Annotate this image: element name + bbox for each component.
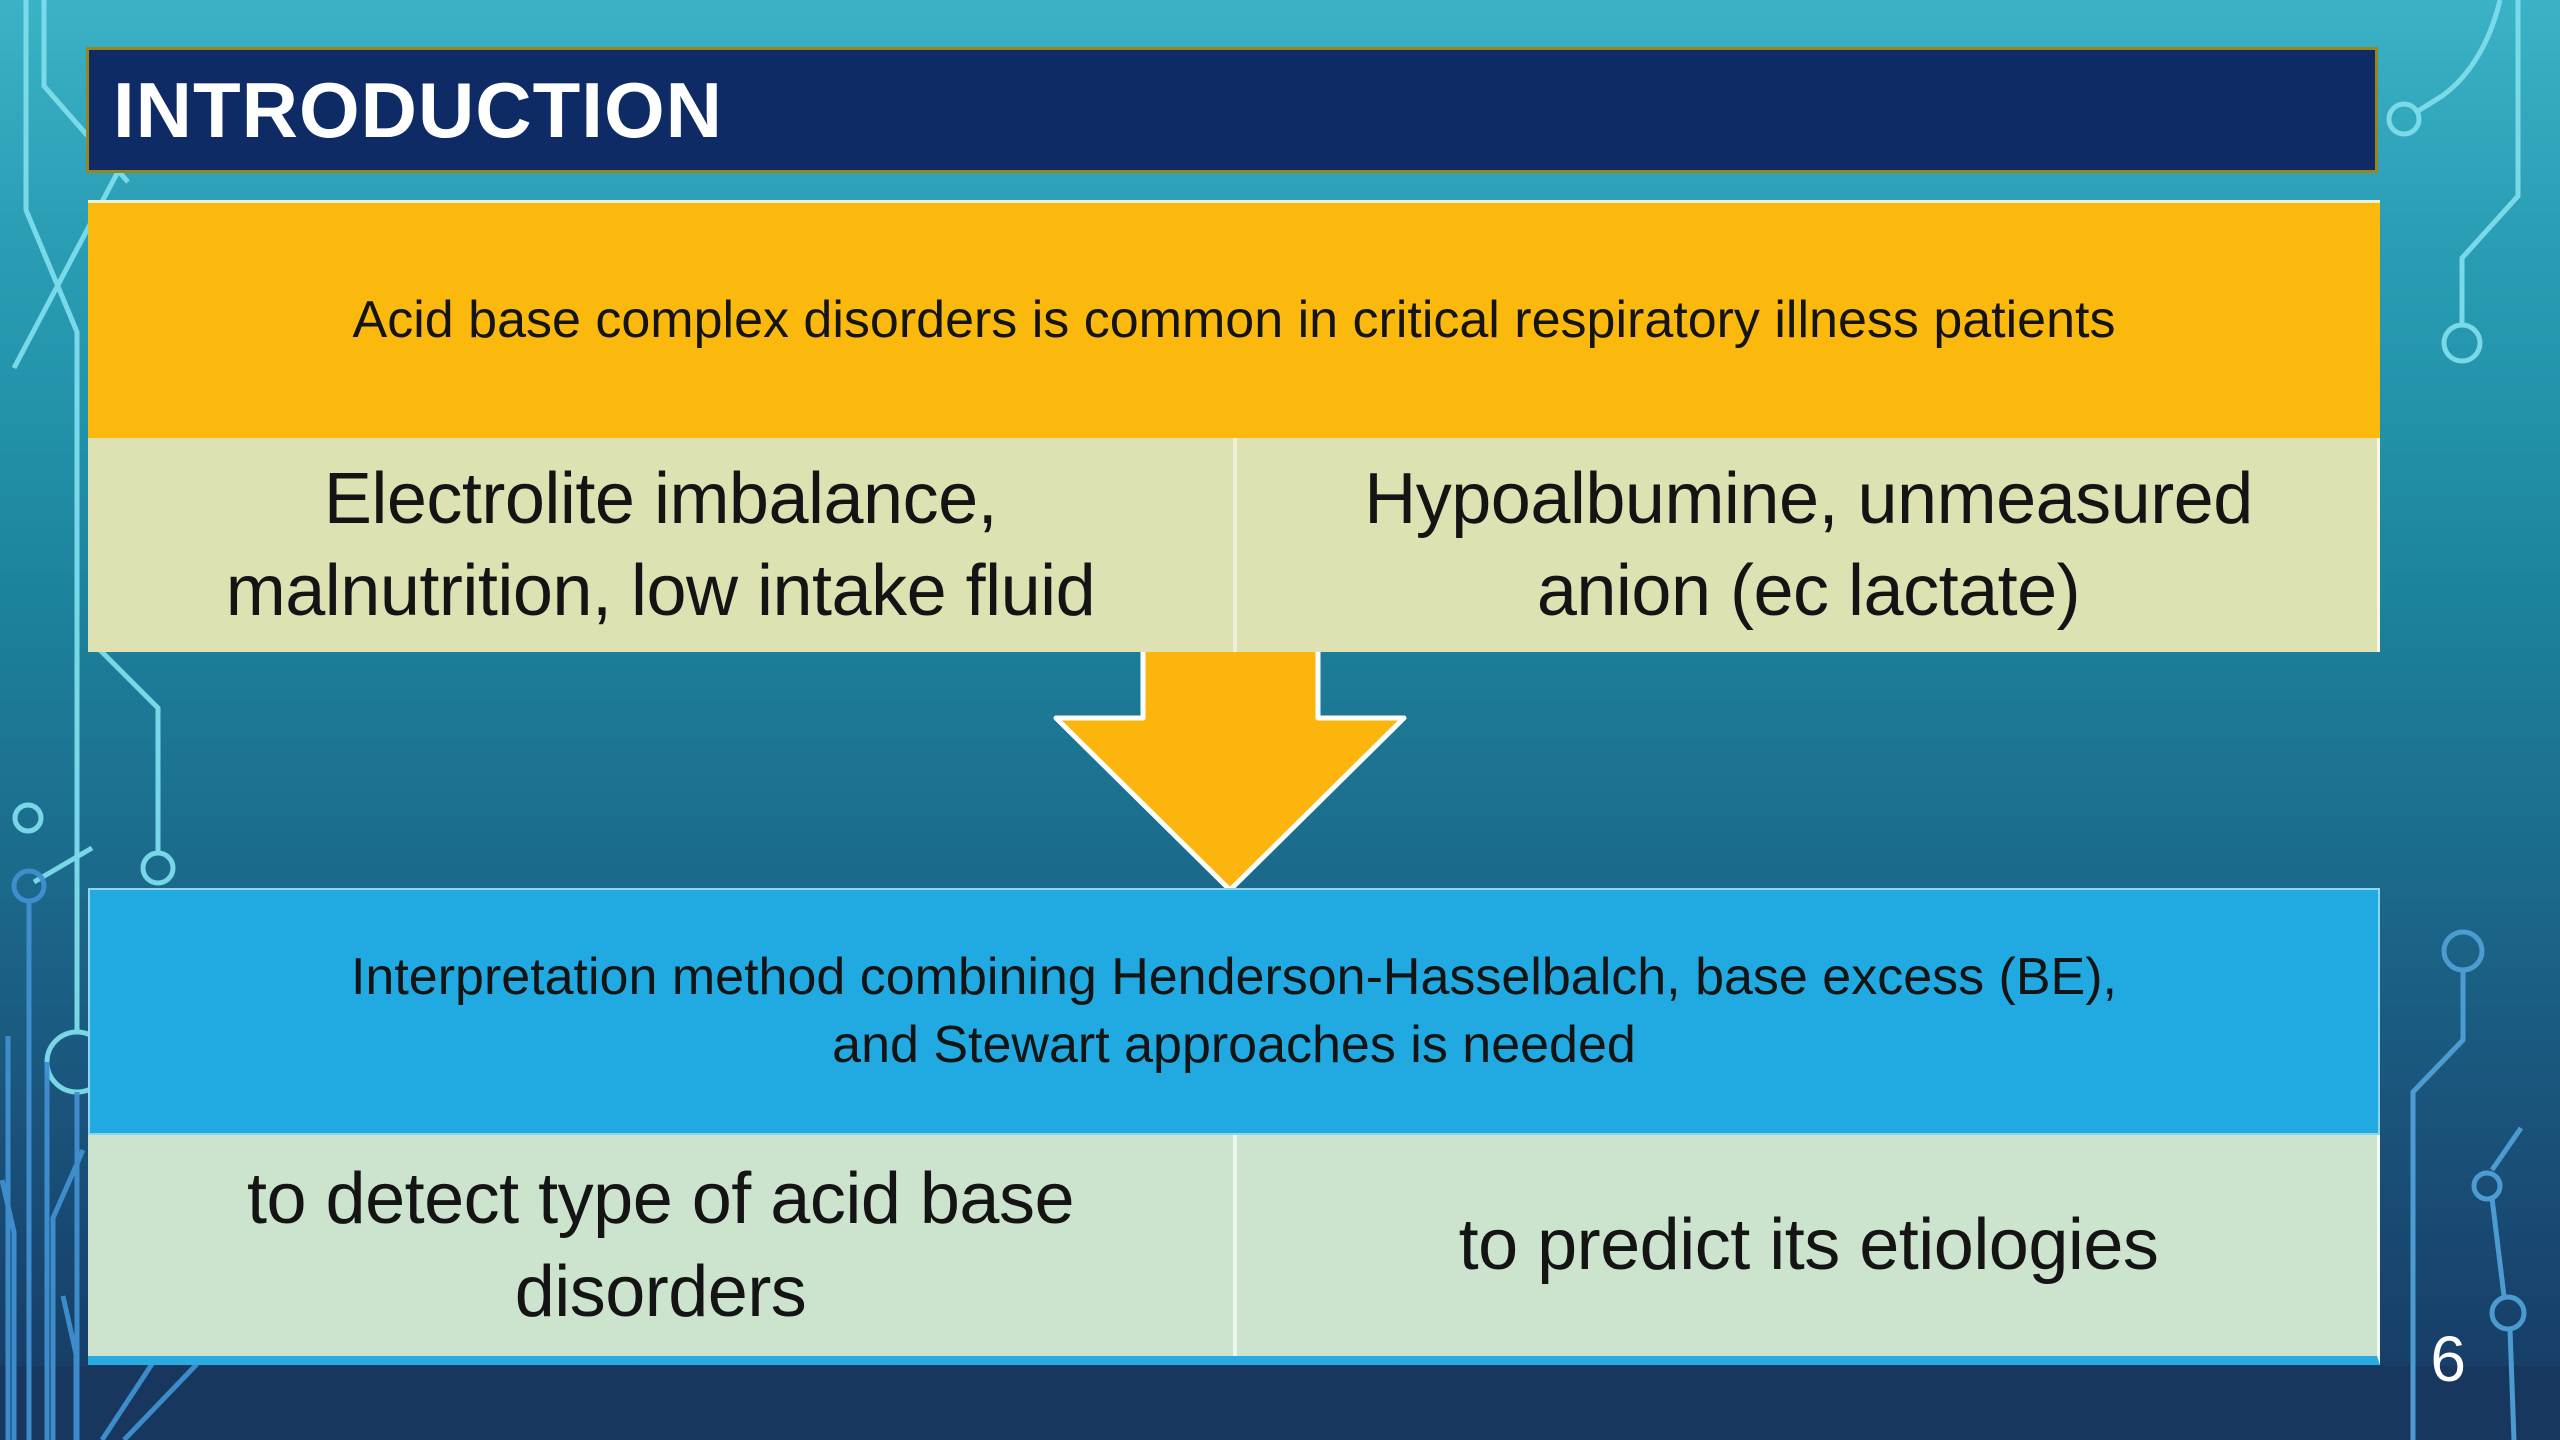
cause-cell-right: Hypoalbumine, unmeasured anion (ec lacta… bbox=[1233, 438, 2380, 652]
slide-title-bar: INTRODUCTION bbox=[86, 47, 2378, 173]
bottom-banner: Interpretation method combining Henderso… bbox=[88, 888, 2380, 1135]
goal-cell-right: to predict its etiologies bbox=[1233, 1135, 2380, 1356]
slide-title: INTRODUCTION bbox=[113, 65, 723, 154]
cause-cell-left: Electrolite imbalance, malnutrition, low… bbox=[225, 458, 1096, 631]
causes-row: Electrolite imbalance, malnutrition, low… bbox=[88, 438, 2380, 652]
bottom-band bbox=[0, 1366, 2560, 1440]
page-number: 6 bbox=[2430, 1323, 2466, 1395]
goal-cell-left: to detect type of acid base disorders bbox=[246, 1159, 1075, 1332]
goals-row: to detect type of acid base disorders to… bbox=[88, 1135, 2380, 1365]
top-banner: Acid base complex disorders is common in… bbox=[88, 200, 2380, 438]
